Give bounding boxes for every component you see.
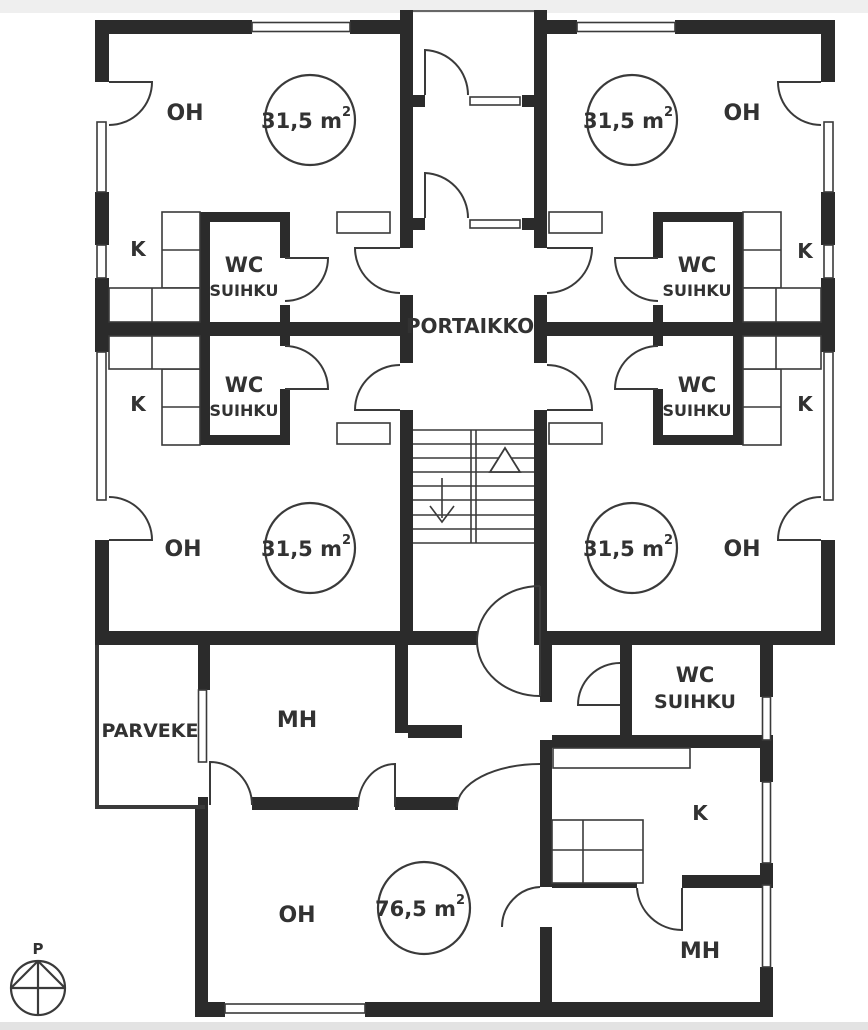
wc-door-upper-right	[613, 257, 659, 302]
sidelight-outer	[469, 96, 521, 106]
window-lower-right-1	[761, 696, 772, 741]
window-left-2	[96, 244, 107, 279]
shower-label-lower-right: SUIHKU	[663, 401, 732, 420]
window-right-3	[823, 351, 834, 501]
area-badge-upper-right	[585, 73, 679, 167]
area-value-lower-left: 31,5 m2	[261, 533, 351, 561]
entry-door-inner	[424, 171, 470, 219]
wc-door-upper-left	[284, 257, 330, 302]
room-label-living-upper-right: OH	[723, 101, 760, 126]
kitchen-counters	[108, 211, 822, 884]
shower-label-upper-left: SUIHKU	[210, 281, 279, 300]
wc-label-lower-right: WC	[678, 373, 717, 397]
stairs-down-arrow-icon	[429, 478, 455, 524]
room-label-living-upper-left: OH	[166, 101, 203, 126]
balcony-door-lower-left	[108, 496, 154, 541]
area-badge-large	[376, 860, 472, 956]
staircase	[413, 429, 534, 544]
window-top-right	[576, 21, 676, 33]
balcony-door-window	[197, 689, 208, 763]
wc-label-lower-left: WC	[225, 373, 264, 397]
shower-label-big-apartment: SUIHKU	[654, 691, 736, 713]
room-label-living-lower-left: OH	[164, 537, 201, 562]
apartment-door-upper-right	[546, 247, 594, 294]
area-badge-upper-left	[263, 73, 357, 167]
window-right-1	[823, 121, 834, 193]
room-label-kitchen-big-apartment: K	[692, 801, 709, 825]
stairwell-label: PORTAIKKO	[406, 314, 534, 338]
mh1-door	[357, 762, 396, 808]
bedroom-label-2: MH	[680, 939, 720, 964]
main-entry-door-arc-down	[476, 640, 541, 697]
entry-door-outer	[424, 48, 470, 96]
wc-label-upper-right: WC	[678, 253, 717, 277]
room-label-kitchen-lower-left: K	[130, 392, 147, 416]
apartment-door-lower-left	[353, 364, 401, 411]
area-badge-lower-left	[263, 501, 357, 595]
balcony-label: PARVEKE	[102, 720, 199, 742]
main-entry-door-arc-up	[476, 585, 541, 642]
room-label-kitchen-lower-right: K	[797, 392, 814, 416]
window-bottom	[224, 1003, 366, 1014]
mh1-balcony-door	[209, 760, 253, 806]
stairs-up-arrow-icon	[488, 446, 522, 473]
area-value-lower-right: 31,5 m2	[583, 533, 673, 561]
room-label-living-big-apartment: OH	[278, 903, 315, 928]
wc-door-lower-right	[613, 345, 659, 390]
sidelight-inner	[469, 219, 521, 229]
wc-label-big-apartment: WC	[676, 663, 715, 687]
north-compass-icon: P	[9, 940, 67, 1017]
window-lower-right-2	[761, 781, 772, 864]
window-left-3	[96, 351, 107, 501]
wc-door-big-apartment	[576, 662, 621, 706]
balcony-door-upper-right	[776, 81, 822, 126]
bedroom-label-1: MH	[277, 708, 317, 733]
bottom-strip	[0, 1022, 868, 1030]
room-label-kitchen-upper-right: K	[797, 239, 814, 263]
apartment-door-upper-left	[353, 247, 401, 294]
area-badge-lower-right	[585, 501, 679, 595]
windows	[96, 21, 834, 1014]
area-badges: 31,5 m2 31,5 m2 31,5 m2 31,5 m2 76,5 m2	[261, 73, 679, 956]
hall-door	[456, 763, 541, 808]
apartment-door-lower-right	[546, 364, 594, 411]
area-value-upper-right: 31,5 m2	[583, 105, 673, 133]
compass-north-label: P	[33, 940, 44, 958]
room-label-living-lower-right: OH	[723, 537, 760, 562]
doors	[108, 48, 822, 932]
wc-door-lower-left	[284, 345, 330, 390]
area-value-upper-left: 31,5 m2	[261, 105, 351, 133]
area-value-large: 76,5 m2	[375, 893, 465, 921]
top-strip	[0, 0, 868, 13]
window-top-left	[251, 21, 351, 33]
balcony-door-upper-left	[108, 81, 154, 126]
wc-label-upper-left: WC	[225, 253, 264, 277]
shower-label-upper-right: SUIHKU	[663, 281, 732, 300]
room-label-kitchen-upper-left: K	[130, 237, 147, 261]
window-left-1	[96, 121, 107, 193]
shower-label-lower-left: SUIHKU	[210, 401, 279, 420]
mh2-door	[636, 887, 683, 932]
balcony-door-lower-right	[776, 496, 822, 541]
mh2-door-from-oh	[500, 886, 541, 928]
walls	[95, 10, 835, 1017]
window-right-2	[823, 244, 834, 279]
room-labels: OH OH OH OH K K K K WC SUIHKU WC SUIHKU …	[102, 101, 815, 964]
window-lower-right-3	[761, 884, 772, 968]
